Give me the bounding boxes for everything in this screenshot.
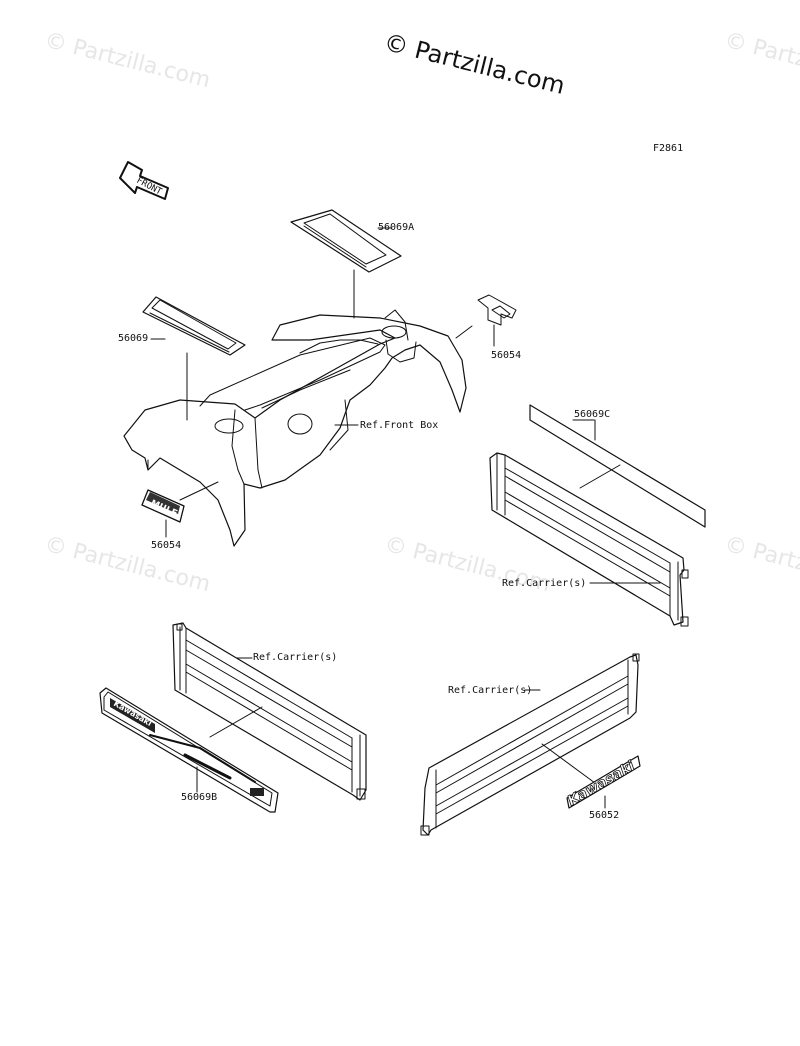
decal-56069 — [142, 296, 246, 421]
decal-56069C — [529, 404, 706, 528]
ref-carrier-left-label[interactable]: Ref.Carrier(s) — [253, 652, 338, 663]
part-56052-label[interactable]: 56052 — [589, 810, 620, 821]
kawasaki-52-text: Kawasaki — [565, 758, 638, 809]
part-56069B-label[interactable]: 56069B — [181, 792, 218, 803]
decal-56052: Kawasaki — [565, 755, 641, 810]
front-arrow-icon: FRONT — [119, 161, 169, 200]
part-56069C-label[interactable]: 56069C — [574, 409, 611, 420]
part-56069-label[interactable]: 56069 — [118, 333, 149, 344]
decal-56054-bottom: MULE — [141, 481, 219, 538]
decal-56054-top — [455, 294, 517, 347]
part-56054-top-label[interactable]: 56054 — [491, 350, 522, 361]
front-box-body — [123, 309, 467, 547]
carrier-right — [489, 452, 689, 627]
carrier-bottom — [420, 653, 640, 836]
decal-56069B: Kawasaki — [99, 687, 279, 813]
ref-carrier-bottom-label[interactable]: Ref.Carrier(s) — [448, 685, 533, 696]
carrier-left — [172, 622, 367, 801]
figure-code: F2861 — [653, 143, 684, 154]
ref-carrier-right-label[interactable]: Ref.Carrier(s) — [502, 578, 587, 589]
ref-front-box-label[interactable]: Ref.Front Box — [360, 420, 439, 431]
part-56054-bottom-label[interactable]: 56054 — [151, 540, 182, 551]
part-56069A-label[interactable]: 56069A — [378, 222, 415, 233]
decal-56069A — [290, 209, 402, 319]
